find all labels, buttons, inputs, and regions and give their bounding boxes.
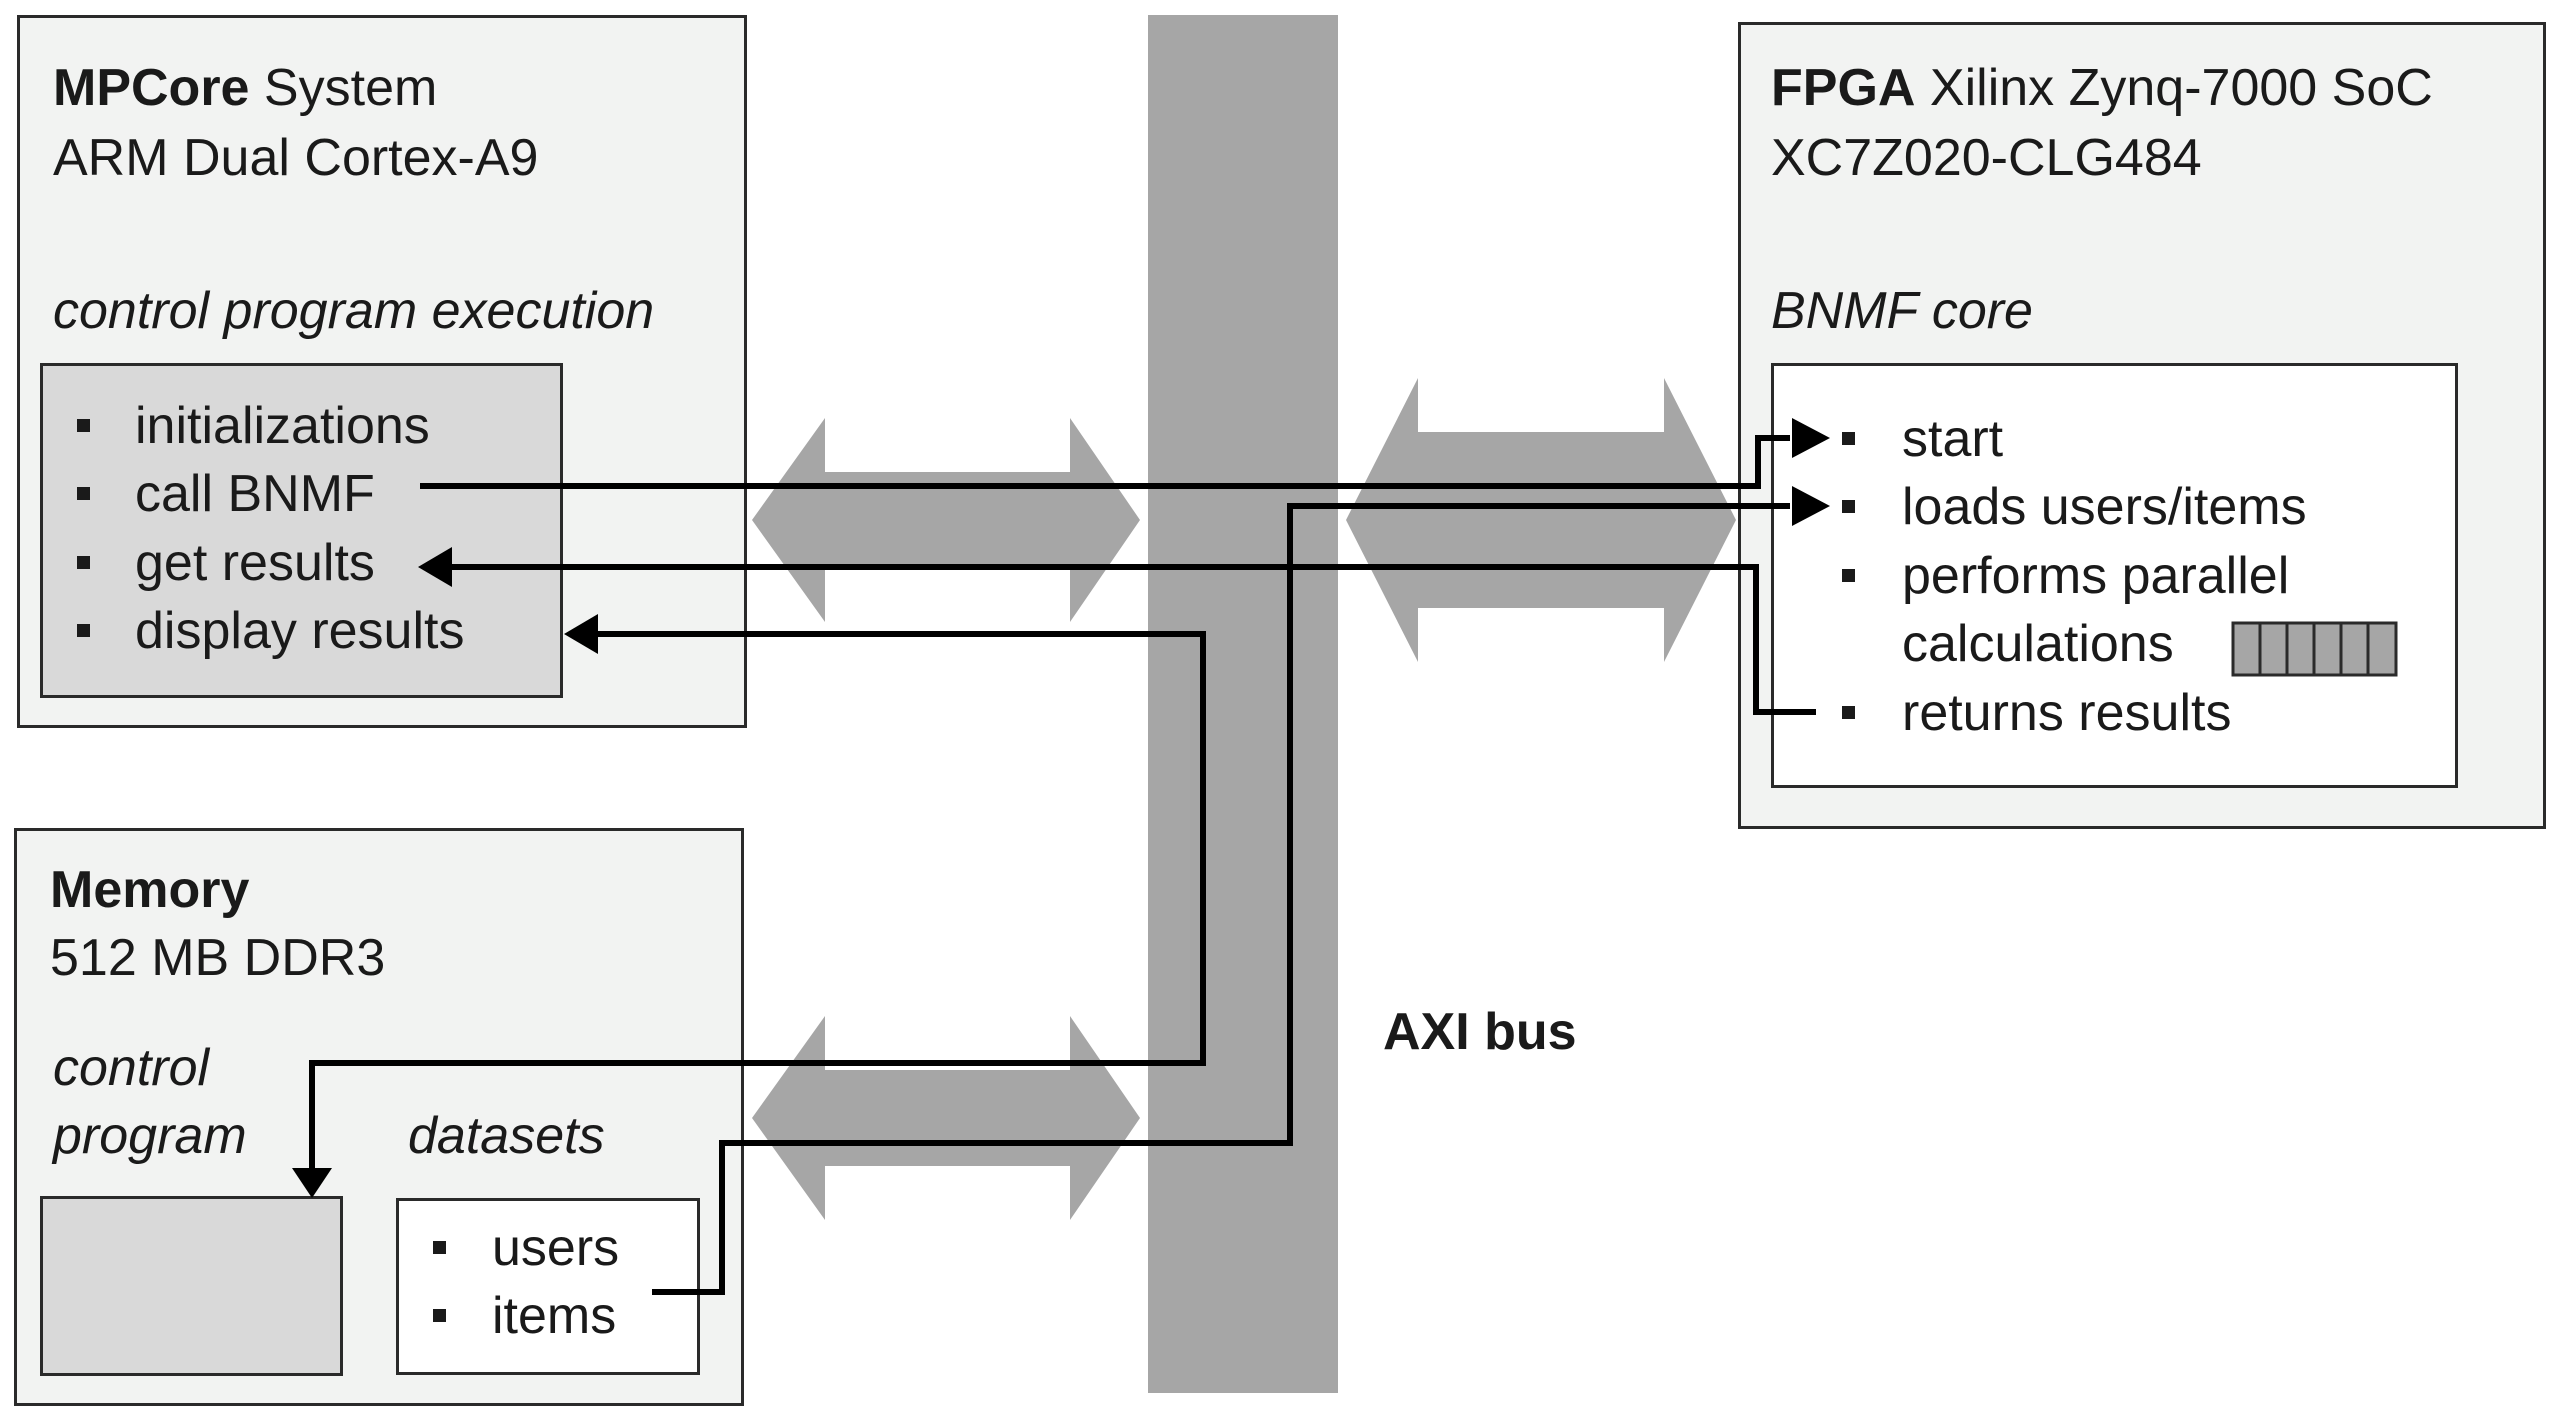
datasets-to-loads-line — [652, 503, 1790, 1295]
arrowhead-display-results — [564, 614, 598, 654]
datasets-label: datasets — [408, 1107, 605, 1165]
arrowhead-start — [1792, 418, 1830, 458]
call-bnmf-to-start-line — [420, 435, 1790, 489]
returns-to-get-results-line — [450, 564, 1816, 715]
item-get-results: get results — [135, 534, 375, 592]
bullet — [1842, 500, 1855, 513]
bullet — [77, 419, 90, 432]
arrowhead-get-results — [418, 547, 452, 587]
control-program-box — [40, 1196, 343, 1376]
axi-bus-bar — [1148, 15, 1338, 1393]
mpcore-bus-double-arrow — [752, 418, 1140, 622]
mpcore-title: MPCore System — [53, 59, 438, 117]
dataset-users: users — [492, 1219, 620, 1277]
mpcore-subtitle: ARM Dual Cortex-A9 — [53, 129, 539, 187]
fpga-title: FPGA Xilinx Zynq-7000 SoC — [1771, 59, 2433, 117]
datasets-box — [396, 1198, 700, 1375]
arrowhead-loads — [1792, 486, 1830, 526]
bnmf-core-label: BNMF core — [1771, 282, 2033, 340]
item-display-results: display results — [135, 602, 465, 660]
axi-bus-label: AXI bus — [1383, 1003, 1577, 1061]
control-program-execution-box — [40, 363, 563, 698]
fpga-subtitle: XC7Z020-CLG484 — [1771, 129, 2202, 187]
control-program-label-line1: control — [53, 1039, 210, 1097]
memory-subtitle: 512 MB DDR3 — [50, 929, 386, 987]
bullet — [1842, 569, 1855, 582]
arrowhead-control-program — [292, 1168, 332, 1198]
bullet — [77, 487, 90, 500]
bullet — [1842, 706, 1855, 719]
bullet — [1842, 432, 1855, 445]
item-call-bnmf: call BNMF — [135, 465, 375, 523]
item-initializations: initializations — [135, 397, 430, 455]
dataset-items: items — [492, 1287, 617, 1345]
bnmf-loads-users-items: loads users/items — [1902, 478, 2307, 536]
bnmf-returns-results: returns results — [1902, 684, 2232, 742]
bnmf-calculations: calculations — [1902, 615, 2174, 673]
bullet — [433, 1309, 446, 1322]
bnmf-start: start — [1902, 410, 2004, 468]
bnmf-core-box — [1771, 363, 2458, 788]
bullet — [77, 556, 90, 569]
display-results-to-control-program-line — [309, 631, 1206, 1175]
memory-title: Memory — [50, 861, 250, 919]
bullet — [77, 624, 90, 637]
control-program-label-line2: program — [53, 1107, 247, 1165]
bnmf-performs-parallel: performs parallel — [1902, 547, 2290, 605]
memory-bus-double-arrow — [752, 1016, 1140, 1220]
bullet — [433, 1241, 446, 1254]
mpcore-section-label: control program execution — [53, 282, 655, 340]
fpga-bus-double-arrow — [1346, 378, 1736, 662]
